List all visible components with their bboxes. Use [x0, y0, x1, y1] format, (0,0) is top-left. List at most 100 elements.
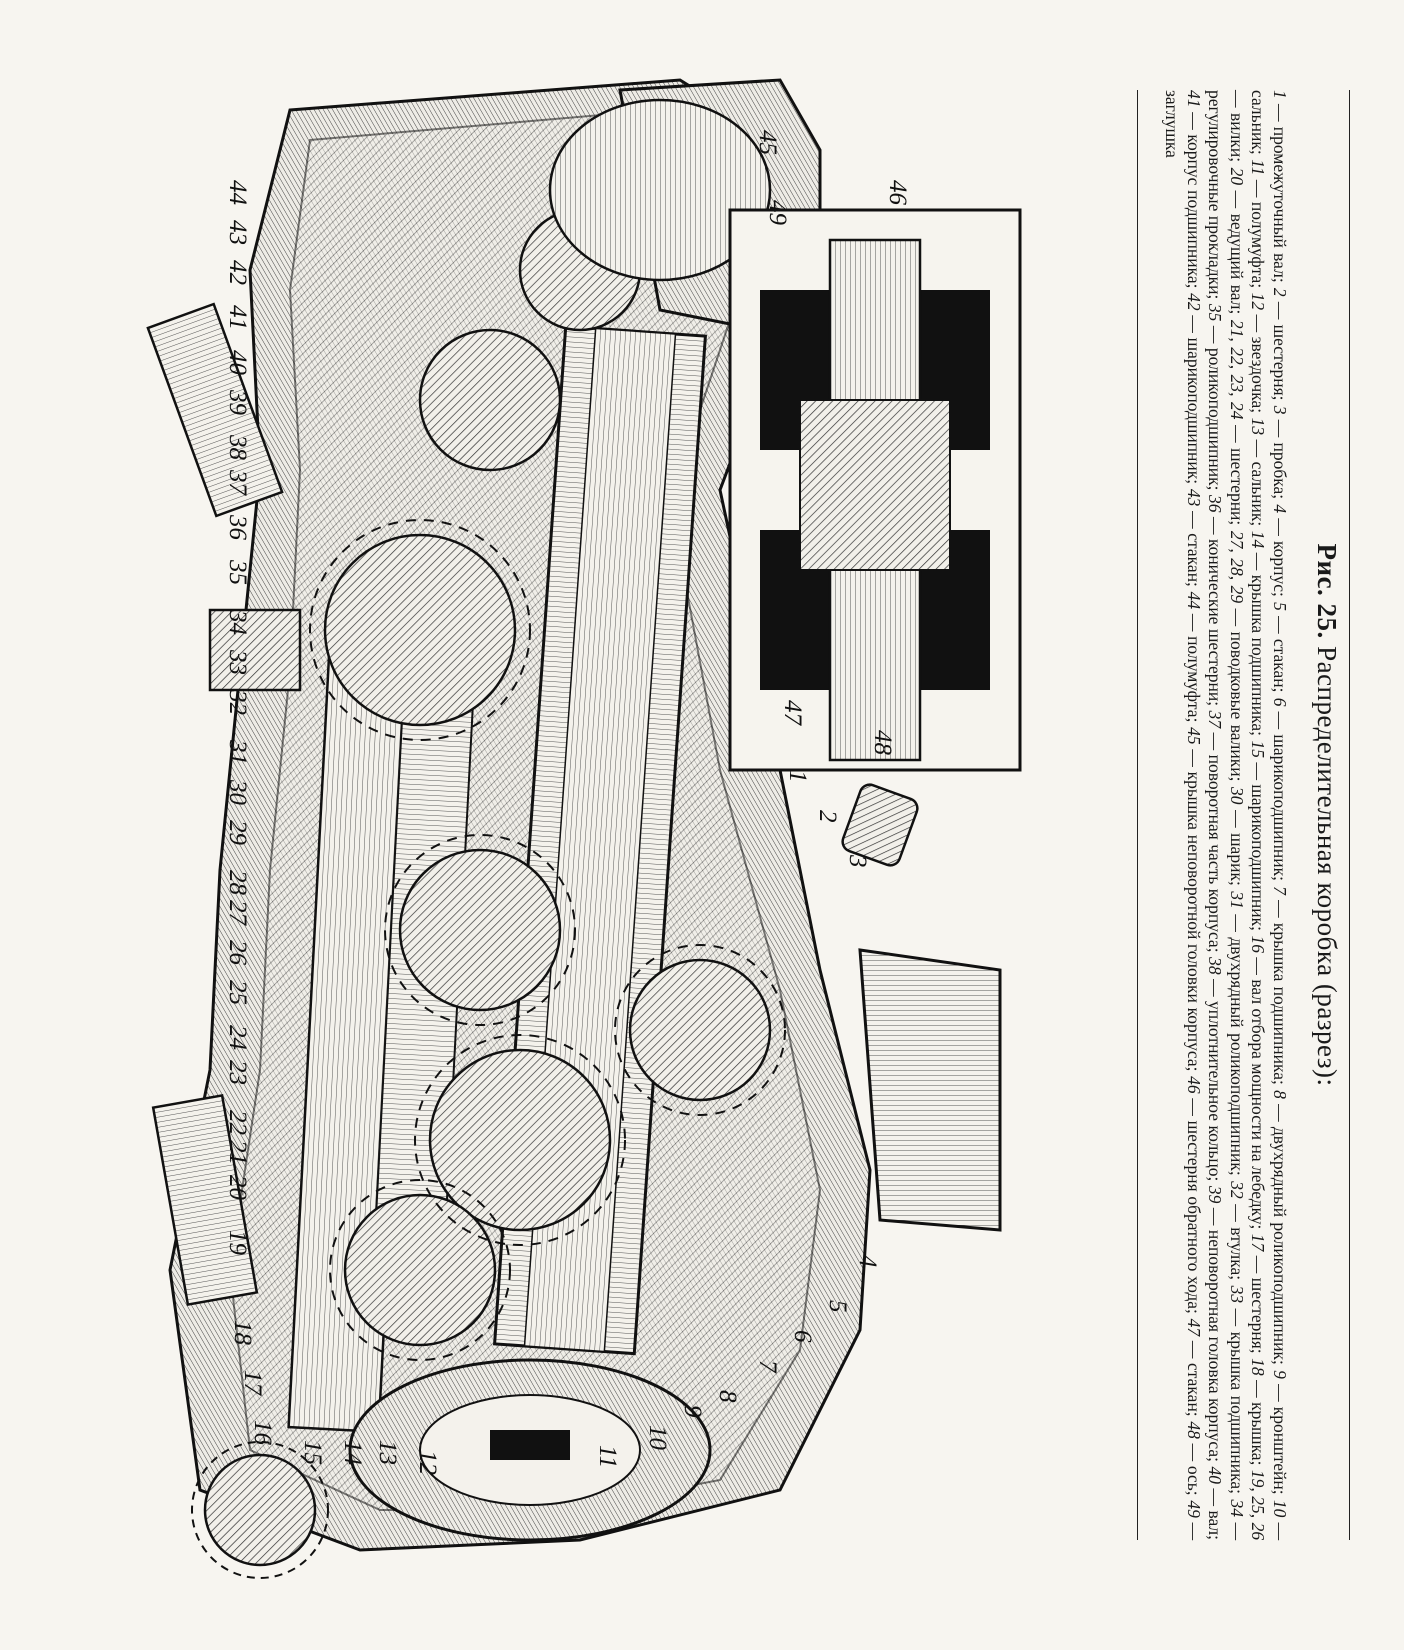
legend-item-text: — крышка подшипника; [1227, 1308, 1247, 1500]
callout-label-2: 2 [814, 810, 841, 823]
legend-item-number: 31 [1227, 891, 1247, 915]
callout-label-41: 41 [224, 305, 251, 330]
figure-legend: 1 — промежуточный вал; 2 — шестерня; 3 —… [1161, 90, 1291, 1541]
legend-item-number: 1 [1270, 90, 1290, 104]
callout-label-36: 36 [224, 514, 251, 541]
legend-item-text: — втулка; [1227, 1204, 1247, 1286]
legend-item-number: 15 [1248, 740, 1269, 763]
gears [323, 208, 772, 1347]
callout-label-42: 42 [224, 260, 251, 285]
legend-item-number: 45 [1184, 727, 1204, 750]
callout-labels: 1234567891011121314151617181920212223242… [224, 130, 911, 1475]
legend-item: 2 — шестерня; [1270, 288, 1290, 406]
callout-label-23: 23 [224, 1060, 251, 1085]
legend-item: 17 — шестерня; [1249, 1234, 1269, 1358]
shift-mechanism [146, 302, 302, 1307]
legend-item-text: — промежуточный вал; [1270, 103, 1290, 288]
legend-item-number: 9 [1270, 1370, 1290, 1385]
legend-item-text: — звездочка; [1248, 314, 1269, 418]
legend-item: 27, 28, 29 — поводковые валики; [1227, 531, 1247, 787]
legend-item-number: 39 [1205, 1185, 1226, 1208]
legend-item-text: — шарикоподшипник; [1184, 315, 1204, 489]
legend-item-text: — стакан; [1270, 616, 1290, 698]
legend-item-number: 46 [1184, 1076, 1204, 1099]
legend-item-number: 49 [1184, 1500, 1204, 1523]
legend-item: 1 — промежуточный вал; [1270, 90, 1290, 288]
figure-number: Рис. 25. [1312, 543, 1342, 639]
legend-item-text: — корпус; [1270, 518, 1290, 603]
legend-item-text: — вилки; [1227, 90, 1247, 168]
legend-item-text: — поводковые валики; [1227, 608, 1247, 788]
legend-item-text: — шарик; [1227, 810, 1247, 892]
legend-item: 18 — крышка; [1249, 1358, 1269, 1470]
legend-item-number: 13 [1248, 417, 1269, 440]
legend-item: 15 — шарикоподшипник; [1249, 740, 1269, 935]
legend-item-number: 32 [1227, 1181, 1247, 1205]
callout-label-48: 48 [869, 730, 896, 756]
legend-item-text: — вал; [1205, 1488, 1226, 1540]
legend-item-number: 48 [1184, 1421, 1204, 1444]
callout-label-10: 10 [644, 1425, 671, 1451]
legend-item: 45 — крышка неповоротной головки корпуса… [1184, 727, 1204, 1076]
legend-item-number: 2 [1270, 287, 1290, 302]
legend-item-text: — ведущий вал; [1227, 190, 1247, 320]
legend-item-number: 43 [1184, 488, 1204, 512]
legend-item: 14 — крышка подшипника; [1249, 531, 1269, 741]
legend-item-number: 42 [1184, 293, 1204, 316]
callout-label-14: 14 [339, 1440, 366, 1465]
legend-item-text: — вал отбора мощности на лебедку; [1248, 957, 1269, 1234]
callout-label-37: 37 [224, 469, 251, 497]
legend-item-text: — шестерня обратного хода; [1184, 1098, 1204, 1319]
gear-teeth [309, 519, 786, 1361]
legend-item: 36 — конические шестерни; [1206, 495, 1226, 711]
legend-item-text: — стакан; [1184, 1340, 1204, 1422]
legend-item-text: — шарикоподшипник; [1248, 762, 1269, 936]
legend-item-number: 27, 28, 29 [1227, 530, 1247, 609]
legend-item: 44 — полумуфта; [1184, 592, 1204, 728]
legend-item-text: — шестерня; [1270, 301, 1290, 406]
legend-item-text: — ось; [1184, 1443, 1204, 1501]
legend-item-number: 7 [1270, 886, 1290, 901]
gearbox-drawing: 1234567891011121314151617181920212223242… [146, 78, 1022, 1579]
legend-item-number: 33 [1227, 1285, 1247, 1309]
callout-label-30: 30 [224, 779, 251, 806]
callout-label-46: 46 [884, 180, 911, 206]
legend-item: 37 — поворотная часть корпуса; [1206, 711, 1226, 957]
callout-label-1: 1 [784, 770, 811, 783]
legend-item-number: 11 [1248, 159, 1269, 180]
callout-label-44: 44 [224, 180, 251, 205]
legend-item-number: 3 [1270, 405, 1290, 420]
legend-item-text: — поворотная часть корпуса; [1205, 732, 1226, 958]
legend-item-number: 19, 25, 26 [1248, 1469, 1269, 1541]
coupling-flange [348, 1358, 712, 1542]
legend-item: 20 — ведущий вал; [1227, 168, 1247, 320]
legend-item: 32 — втулка; [1227, 1181, 1247, 1285]
callout-label-4: 4 [854, 1255, 881, 1268]
figure-title-text: Распределительная коробка (разрез): [1312, 646, 1342, 1087]
legend-item-text: — корпус подшипника; [1184, 112, 1204, 294]
legend-item: 4 — корпус; [1270, 504, 1290, 602]
caption-bottom-rule [1137, 90, 1138, 1540]
callout-label-11: 11 [594, 1445, 621, 1468]
callout-label-12: 12 [414, 1450, 441, 1475]
legend-item-number: 4 [1270, 504, 1290, 519]
figure-caption: Рис. 25. Распределительная коробка (разр… [1130, 90, 1350, 1540]
callout-label-45: 45 [754, 130, 781, 155]
legend-item-number: 37 [1205, 710, 1226, 733]
legend-item-number: 17 [1248, 1233, 1269, 1256]
legend-item: 9 — кронштейн; [1270, 1370, 1290, 1500]
legend-item: 3 — пробка; [1270, 406, 1290, 505]
callout-label-9: 9 [679, 1405, 706, 1418]
callout-label-16: 16 [249, 1420, 276, 1446]
legend-item-text: — конические шестерни; [1205, 516, 1226, 711]
legend-item-text: — сальник; [1248, 439, 1269, 531]
legend-item-number: 34 [1227, 1499, 1247, 1523]
legend-item: 35 — роликоподшипник; [1206, 304, 1226, 495]
reverse-gear-detail [728, 208, 1022, 772]
callout-label-8: 8 [714, 1390, 741, 1403]
legend-item: 8 — двухрядный роликоподшипник; [1270, 1090, 1290, 1370]
callout-label-31: 31 [224, 739, 251, 765]
legend-item-number: 41 [1184, 90, 1204, 113]
legend-item: 42 — шарикоподшипник; [1184, 293, 1204, 489]
